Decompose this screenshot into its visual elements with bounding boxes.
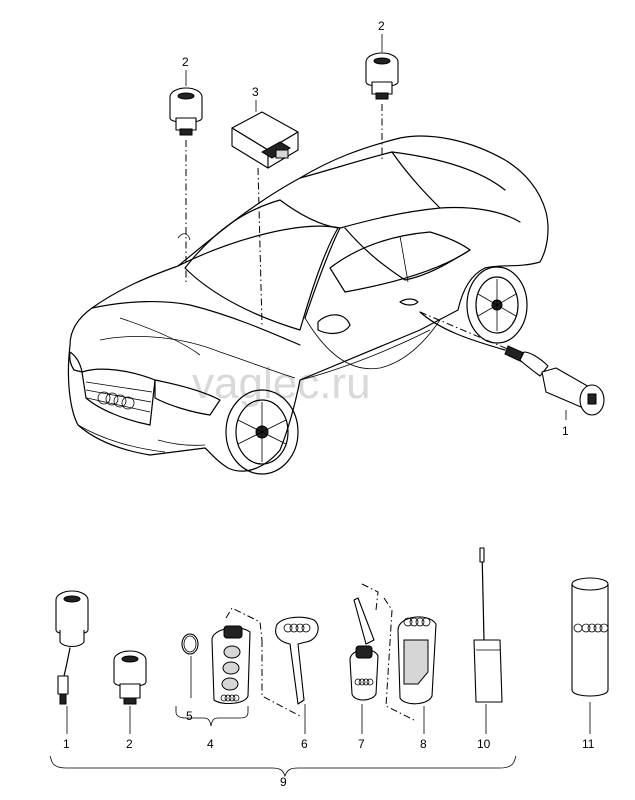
lock-cylinder-top-right: [365, 52, 399, 100]
watermark: vaglec.ru: [192, 359, 371, 408]
callout-3: 3: [252, 85, 259, 99]
callout-9: 9: [280, 775, 287, 789]
callout-5: 5: [186, 709, 193, 723]
callout-10: 10: [477, 737, 491, 751]
callout-1-door: 1: [562, 424, 569, 438]
lock-cylinder-door: [419, 311, 605, 416]
callout-4: 4: [207, 737, 214, 751]
audi-rings-can: [581, 623, 609, 633]
audi-rings-grille: [97, 391, 135, 410]
callout-2-bottom: 2: [126, 737, 133, 751]
folding-key: [349, 583, 379, 701]
emergency-key: [275, 616, 319, 705]
callout-11: 11: [582, 737, 595, 751]
callout-7: 7: [358, 737, 365, 751]
callout-1-bottom: 1: [63, 737, 70, 751]
front-wheel: [225, 389, 299, 475]
callout-2-top-left: 2: [182, 55, 189, 69]
remote-key-housing: [383, 597, 437, 721]
rear-wheel: [466, 266, 528, 344]
callout-2-top-right: 2: [378, 19, 385, 33]
antenna-module: [473, 547, 503, 703]
bottom-lock-cylinder-door: [55, 590, 89, 705]
control-unit: [231, 111, 299, 169]
bottom-lock-cylinder-small: [113, 650, 147, 705]
remote-key: [211, 607, 263, 705]
callout-8: 8: [420, 737, 427, 751]
car-illustration: [67, 135, 549, 475]
key-battery: [181, 633, 199, 655]
callout-6: 6: [301, 737, 308, 751]
lubricant-can: [571, 577, 609, 697]
lock-cylinder-top-left: [169, 87, 203, 136]
